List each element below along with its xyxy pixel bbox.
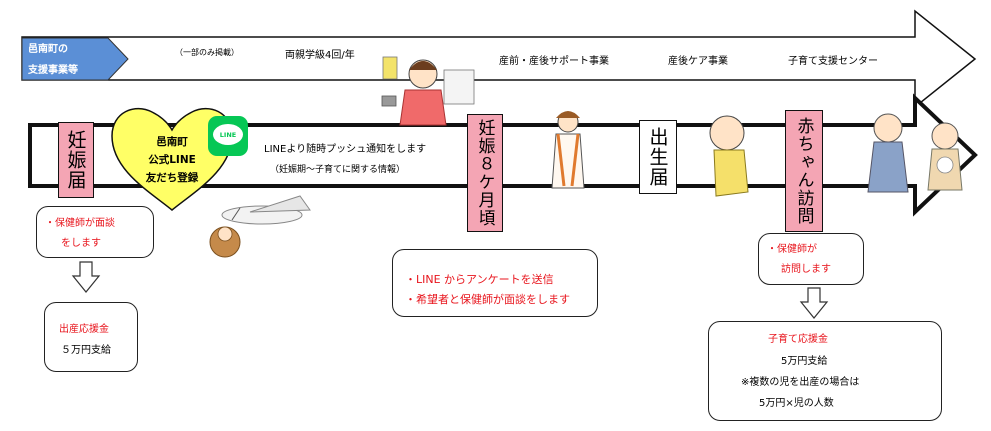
child-support-note: ※複数の児を出産の場合は xyxy=(741,377,860,388)
child-support-formula: 5万円×児の人数 xyxy=(759,398,834,409)
milestone-8months: 妊娠８ケ月頃 xyxy=(467,114,503,232)
milestone-baby-visit: 赤ちゃん訪問 xyxy=(785,110,823,232)
line-info-line1: LINEより随時プッシュ通知をします xyxy=(264,144,427,155)
prenatal-postnatal-label: 産前・産後サポート事業 xyxy=(499,56,609,67)
birth-support-box: 出産応援金 ５万円支給 xyxy=(44,302,138,372)
line-info-line2: （妊娠期～子育てに関する情報） xyxy=(270,165,406,175)
top-support-arrow xyxy=(21,9,977,109)
down-arrow-left xyxy=(71,261,101,293)
support-label-line1: 邑南町の xyxy=(28,44,68,55)
heart-line3: 友だち登録 xyxy=(145,172,199,184)
milestone-pregnancy: 妊娠届 xyxy=(58,122,94,198)
survey-line2: ・希望者と保健師が面談をします xyxy=(405,293,570,306)
postnatal-care-label: 産後ケア事業 xyxy=(668,56,728,67)
survey-box: ・LINE からアンケートを送信 ・希望者と保健師が面談をします xyxy=(392,249,598,317)
family-illustration xyxy=(867,113,963,193)
parent-class-label: 両親学級4回/年 xyxy=(285,50,355,61)
line-icon-text: LINE xyxy=(213,124,243,145)
support-label: 邑南町の 支援事業等 xyxy=(22,39,122,81)
midwife-illustration xyxy=(551,111,585,189)
nurse-interview-box: ・保健師が面談 をします xyxy=(36,206,154,258)
nurse-visit-box: ・保健師が 訪問します xyxy=(758,233,864,285)
survey-line1: ・LINE からアンケートを送信 xyxy=(405,273,554,286)
child-support-box: 子育て応援金 5万円支給 ※複数の児を出産の場合は 5万円×児の人数 xyxy=(708,321,942,421)
support-label-line2: 支援事業等 xyxy=(28,65,78,76)
stork-illustration xyxy=(209,195,311,258)
birth-support-title: 出産応援金 xyxy=(59,324,109,335)
child-center-label: 子育て支援センター xyxy=(788,56,878,67)
child-support-amount: 5万円支給 xyxy=(781,356,828,367)
support-label-shape xyxy=(21,37,129,81)
baby-illustration xyxy=(709,115,749,197)
birth-support-amount: ５万円支給 xyxy=(61,345,111,356)
heart-line2: 公式LINE xyxy=(148,154,196,166)
heart-text: 邑南町 公式LINE 友だち登録 xyxy=(135,133,209,187)
parent-class-illustration xyxy=(381,56,475,126)
child-support-title: 子育て応援金 xyxy=(768,334,828,345)
milestone-birth: 出生届 xyxy=(639,120,677,194)
down-arrow-right xyxy=(799,287,829,319)
line-app-icon: LINE xyxy=(208,116,248,156)
nurse-interview-line1: ・保健師が面談 xyxy=(45,218,115,229)
nurse-interview-line2: をします xyxy=(61,238,101,249)
partial-note: （一部のみ掲載） xyxy=(175,48,239,57)
nurse-visit-line2: 訪問します xyxy=(781,264,831,275)
heart-line1: 邑南町 xyxy=(156,136,188,148)
nurse-visit-line1: ・保健師が xyxy=(767,244,817,255)
